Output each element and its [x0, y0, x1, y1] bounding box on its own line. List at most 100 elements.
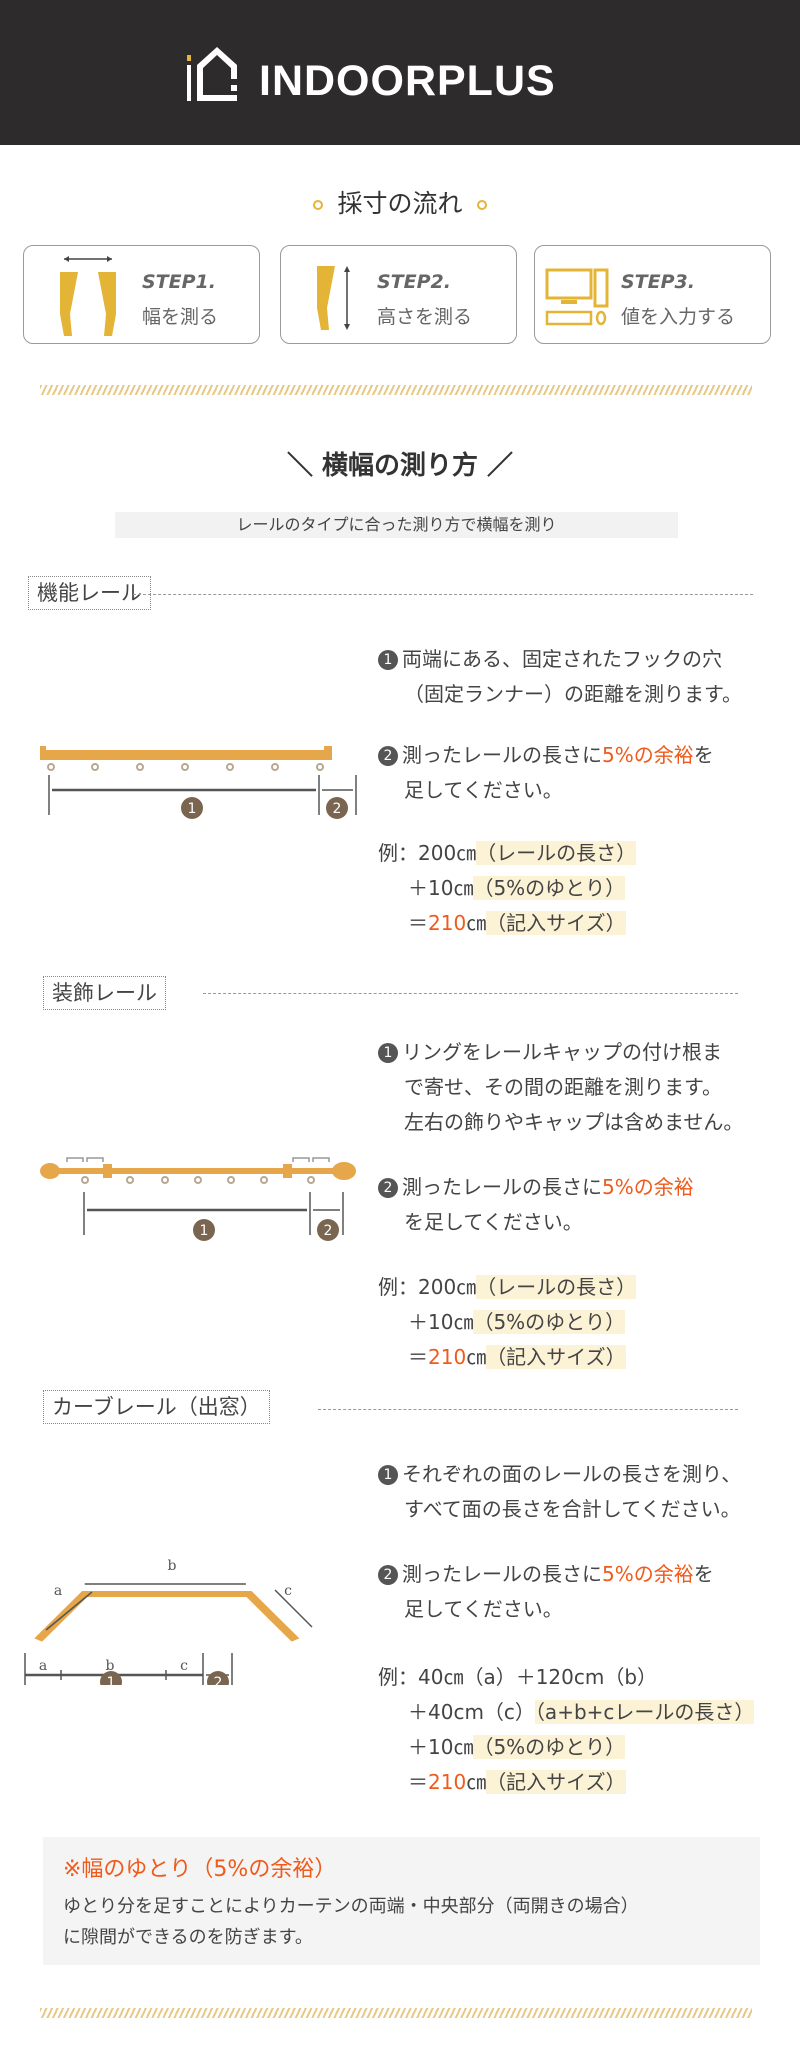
example-line: ＋10㎝ [408, 1310, 474, 1334]
text-line: 両端にある、固定されたフックの穴 [402, 647, 722, 671]
example: 例：200㎝（レールの長さ） ＋10㎝（5%のゆとり） ＝210㎝（記入サイズ） [378, 1270, 637, 1375]
marker-2-icon [326, 797, 348, 819]
circle-icon [313, 200, 324, 210]
example-note: （5%のゆとり） [473, 876, 626, 900]
example-note: （5%のゆとり） [473, 1735, 626, 1759]
emphasis-text: 5%の余裕 [602, 1175, 694, 1199]
marker-label: 1 [188, 801, 197, 817]
computer-icon [545, 268, 609, 326]
dashed-line [203, 993, 738, 994]
step-text: 幅を測る [142, 306, 219, 328]
brand-logo[interactable]: INDOORPLUS [185, 45, 556, 103]
text-line: それぞれの面のレールの長さを測り、 [402, 1462, 742, 1486]
marker-1-icon [181, 797, 203, 819]
example-line: ＝ [408, 1345, 428, 1369]
section-label: 機能レール [28, 576, 151, 610]
stripe-divider [40, 2008, 752, 2018]
text-line: を足してください。 [404, 1210, 583, 1234]
number-badge: 2 [378, 746, 398, 766]
unit: ㎝ [466, 1345, 487, 1369]
number-badge: 2 [378, 1565, 398, 1585]
emphasis-text: 5%の余裕 [602, 743, 694, 767]
example-note: （5%のゆとり） [473, 1310, 626, 1334]
section-label: 装飾レール [43, 976, 166, 1010]
result-value: 210 [428, 1345, 467, 1369]
diagram-label: c [284, 1583, 292, 1599]
text-line: 左右の飾りやキャップは含めません。 [404, 1110, 744, 1134]
example-note: （a+b+cレールの長さ） [534, 1700, 755, 1724]
note-title: ※幅のゆとり（5%の余裕） [63, 1857, 337, 1882]
text-line: を [693, 743, 714, 767]
result-value: 210 [428, 1770, 467, 1794]
text-line: で寄せ、その間の距離を測ります。 [404, 1075, 722, 1099]
number-badge: 1 [378, 1465, 398, 1485]
step-text: 値を入力する [621, 306, 736, 328]
curtain-height-icon [317, 266, 350, 330]
section-label: カーブレール（出窓） [43, 1390, 270, 1424]
text-line: リングをレールキャップの付け根ま [402, 1040, 722, 1064]
example-line: ＋10㎝ [408, 1735, 474, 1759]
flow-title-text: 採寸の流れ [337, 189, 463, 218]
example-note: （記入サイズ） [486, 1770, 626, 1794]
marker-label: 2 [324, 1223, 333, 1239]
number-badge: 1 [378, 1043, 398, 1063]
example-line: ＋40cm（c） [408, 1700, 535, 1724]
unit: ㎝ [466, 911, 487, 935]
header [0, 0, 800, 145]
note-text: に隙間ができるのを防ぎます。 [63, 1927, 313, 1948]
text-line: 測ったレールの長さに [402, 743, 602, 767]
width-title: ＼ 横幅の測り方 ／ [286, 451, 514, 481]
text-line: すべて面の長さを合計してください。 [404, 1497, 741, 1521]
step-label: STEP3. [621, 271, 695, 293]
text-line: 足してください。 [404, 778, 563, 802]
curtain-width-icon [60, 256, 116, 336]
text-line: 測ったレールの長さに [402, 1562, 602, 1586]
example-line: 例：200㎝ [378, 841, 477, 865]
stripe-divider [40, 385, 752, 395]
dashed-line [318, 1409, 738, 1410]
step-1-card[interactable]: STEP1. 幅を測る [23, 245, 260, 344]
text-line: 測ったレールの長さに [402, 1175, 602, 1199]
width-allowance-note: ※幅のゆとり（5%の余裕） ゆとり分を足すことによりカーテンの両端・中央部分（両… [43, 1837, 760, 1965]
step-2-card[interactable]: STEP2. 高さを測る [280, 245, 517, 344]
marker-label: 1 [200, 1223, 209, 1239]
example-note: （レールの長さ） [476, 841, 637, 865]
result-value: 210 [428, 911, 467, 935]
diagram-label: a [39, 1658, 47, 1674]
note-text: ゆとり分を足すことによりカーテンの両端・中央部分（両開きの場合） [63, 1896, 639, 1917]
marker-label: 1 [107, 1675, 116, 1685]
brand-name: INDOORPLUS [259, 57, 556, 105]
marker-label: 2 [333, 801, 342, 817]
example-line: ＝ [408, 911, 428, 935]
step-label: STEP1. [142, 271, 216, 293]
step-text: 高さを測る [377, 306, 473, 328]
diagram-label: a [54, 1583, 62, 1599]
text-line: 足してください。 [404, 1597, 563, 1621]
circle-icon [476, 200, 487, 210]
flow-title: 採寸の流れ [0, 184, 800, 220]
number-badge: 2 [378, 1178, 398, 1198]
example-note: （記入サイズ） [486, 1345, 626, 1369]
example-line: ＝ [408, 1770, 428, 1794]
example-line: ＋10㎝ [408, 876, 474, 900]
example: 例：40㎝（a）＋120cm（b） ＋40cm（c）（a+b+cレールの長さ） … [378, 1660, 755, 1800]
house-logo-icon [187, 47, 237, 101]
text-line: （固定ランナー）の距離を測ります。 [404, 682, 742, 706]
marker-label: 2 [214, 1675, 223, 1685]
text-line: を [693, 1562, 714, 1586]
example-note: （レールの長さ） [476, 1275, 637, 1299]
unit: ㎝ [466, 1770, 487, 1794]
diagram-label: c [180, 1658, 188, 1674]
diagram-label: b [106, 1658, 115, 1674]
example-note: （記入サイズ） [486, 911, 626, 935]
emphasis-text: 5%の余裕 [602, 1562, 694, 1586]
step-3-card[interactable]: STEP3. 値を入力する [534, 245, 771, 344]
